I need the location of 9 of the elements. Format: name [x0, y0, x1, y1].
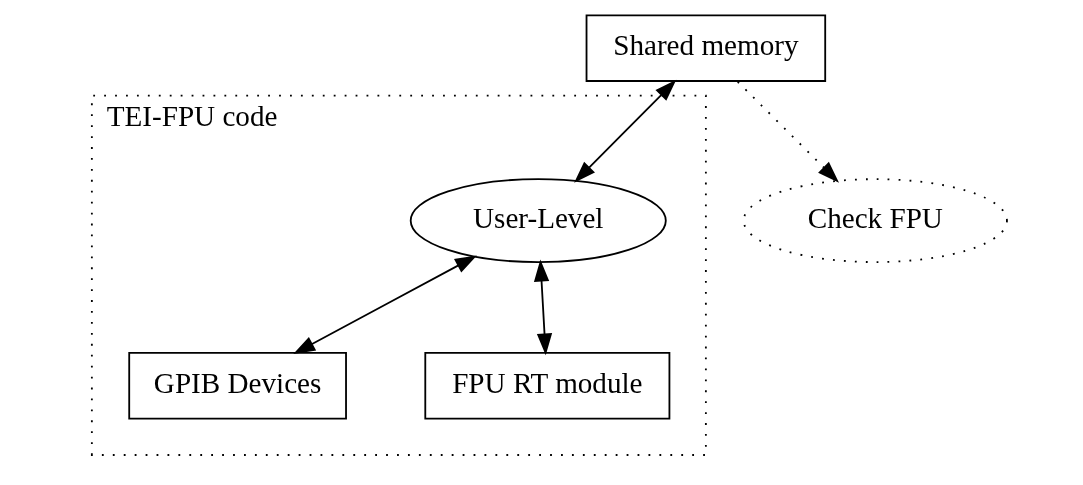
node-ellipse: Check FPU — [742, 178, 1008, 263]
arrow — [573, 79, 676, 183]
arrow — [533, 259, 552, 356]
arrow — [736, 80, 839, 183]
node-box: FPU RT module — [423, 352, 670, 420]
node-box: Shared memory — [585, 14, 826, 82]
node-box: GPIB Devices — [127, 352, 347, 420]
node-ellipse: User-Level — [409, 178, 667, 263]
arrow — [292, 255, 477, 355]
